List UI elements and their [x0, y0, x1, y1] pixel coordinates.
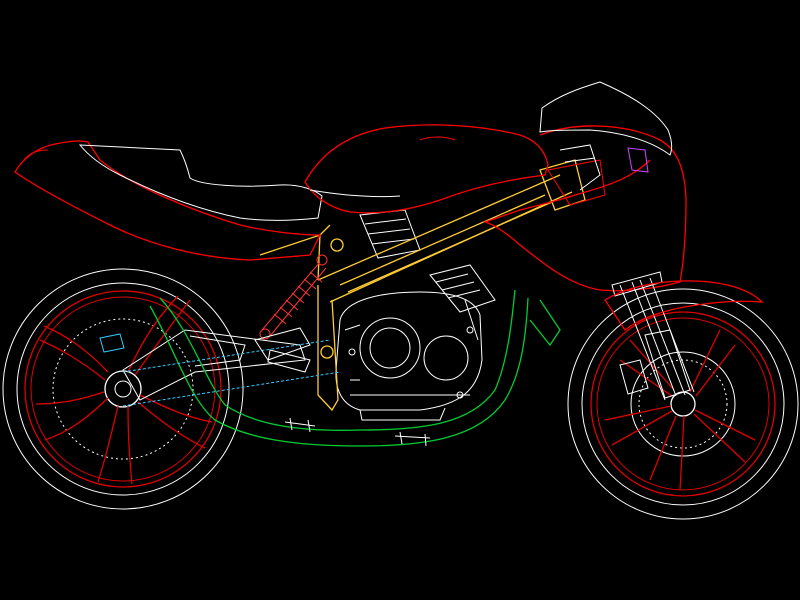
chain-line	[123, 340, 340, 406]
fuel-tank	[305, 125, 548, 213]
front-fender	[605, 281, 762, 330]
engine-bolt-2	[467, 327, 473, 333]
front-brake-caliper	[620, 360, 648, 394]
rear-linkage	[255, 328, 310, 360]
rear-rim-outer	[25, 291, 221, 487]
frame-spar-inner	[340, 195, 552, 292]
engine-clutch-cover	[424, 336, 468, 380]
tail-light	[24, 150, 48, 160]
front-fender-outline	[605, 281, 762, 330]
rear-shock-top-eye	[317, 255, 327, 265]
frame-headstock	[540, 160, 585, 210]
front-hub	[671, 392, 695, 416]
fuel-tank-outline	[305, 125, 548, 213]
engine-cylinder-front	[430, 265, 495, 312]
rear-spoke-4	[138, 395, 212, 448]
front-spoke-4	[694, 410, 755, 462]
rear-wheel	[3, 269, 243, 509]
rear-shock-spring	[274, 272, 322, 324]
fuel-tank-lower-line	[310, 190, 400, 197]
rear-rim-inner	[31, 297, 215, 481]
engine-bolt-1	[349, 349, 355, 355]
front-brake-disc-inner	[639, 360, 727, 448]
frame-shock-mount	[331, 239, 343, 251]
engine	[336, 210, 495, 420]
fittings	[100, 328, 430, 446]
rear-tire-inner	[17, 283, 229, 495]
rear-spoke-1	[128, 296, 190, 375]
seat	[80, 145, 322, 220]
frame-swingarm-pivot-plate	[318, 285, 338, 410]
front-spoke-2	[620, 340, 674, 396]
rear-spoke-5	[36, 392, 108, 440]
swingarm	[123, 330, 305, 400]
front-spoke-1	[690, 330, 735, 396]
front-rim-outer	[591, 312, 775, 496]
engine-details	[345, 300, 478, 395]
engine-alternator-inner	[370, 328, 410, 368]
engine-sump	[360, 408, 445, 420]
rear-shock-bottom-eye	[260, 329, 270, 339]
exhaust-pipe-lower	[150, 298, 528, 446]
exhaust	[150, 290, 560, 446]
fairing	[485, 82, 686, 291]
exhaust-pipe-upper	[160, 290, 515, 430]
front-brake-disc	[631, 352, 735, 456]
front-spoke-3	[650, 416, 684, 490]
swingarm-brace	[190, 336, 245, 366]
frame-pivot-bolt	[321, 346, 333, 358]
front-spoke-5	[605, 406, 672, 445]
rear-shock	[260, 255, 327, 339]
front-tire-inner	[582, 303, 784, 505]
fork-slider	[645, 330, 690, 398]
frame-main-spar-top	[318, 175, 560, 280]
rear-brake-disc	[53, 319, 193, 459]
engine-cylinder-rear	[360, 210, 420, 258]
engine-case	[336, 292, 482, 410]
rear-brake-caliper	[100, 334, 124, 352]
rear-spoke-2	[40, 326, 108, 380]
rear-spoke-3	[98, 406, 132, 484]
fork-tube-left	[620, 282, 676, 400]
front-spokes	[605, 330, 755, 490]
swingarm-outline	[123, 330, 305, 400]
fairing-instrument	[628, 148, 648, 172]
rear-hub	[105, 371, 141, 407]
rear-shock-body	[262, 262, 326, 336]
front-tire-outer	[568, 289, 798, 519]
exhaust-header	[530, 300, 560, 345]
rear-spokes	[36, 296, 212, 484]
rear-tire-outer	[3, 269, 243, 509]
frame	[260, 160, 585, 410]
fairing-side-panel	[548, 160, 605, 205]
front-wheel	[568, 289, 798, 519]
fairing-bracket	[560, 145, 600, 190]
fairing-windscreen	[540, 82, 672, 155]
fairing-upper	[485, 126, 686, 291]
fuel-tank-fillcap	[420, 137, 455, 140]
frame-rear-subframe	[260, 225, 330, 280]
exhaust-clamp-2	[395, 432, 430, 446]
engine-bolt-3	[457, 392, 463, 398]
front-fork	[612, 272, 694, 400]
footpeg-bracket	[268, 350, 310, 372]
exhaust-clamp-1	[285, 418, 315, 432]
tail-section	[15, 141, 322, 260]
engine-alternator-cover	[360, 318, 420, 378]
tail-cowl	[15, 141, 320, 260]
front-rim-inner	[597, 318, 769, 490]
rear-hub-inner	[115, 381, 131, 397]
